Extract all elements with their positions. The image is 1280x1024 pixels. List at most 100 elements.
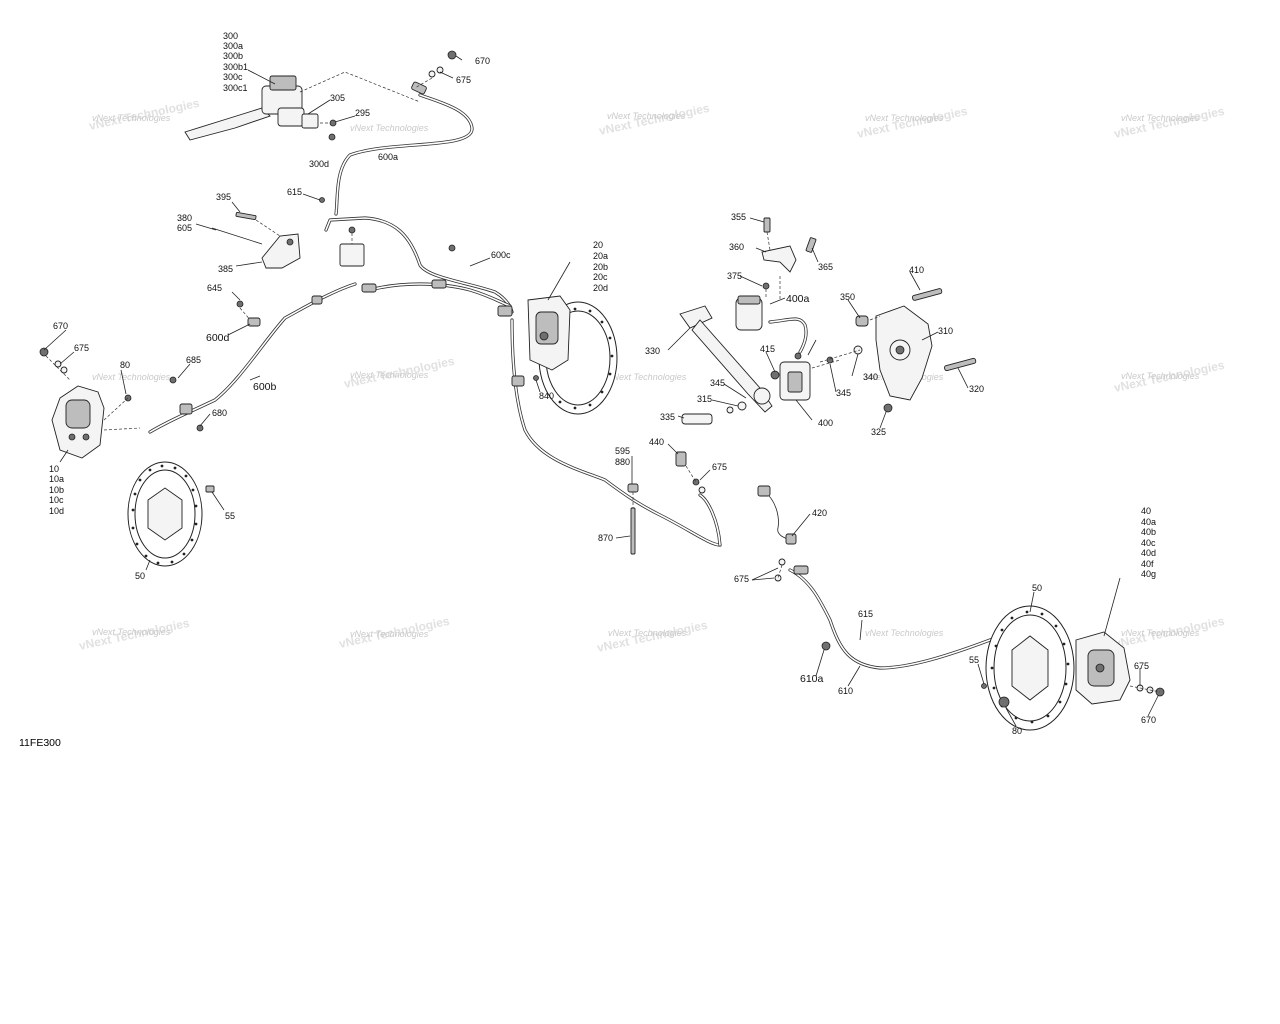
part-label-10c: 10c	[49, 495, 64, 505]
fitting-415	[770, 370, 780, 380]
part-label-50-right: 50	[1032, 583, 1042, 593]
part-label-360: 360	[729, 242, 744, 252]
bolt-365	[805, 237, 817, 253]
part-label-675-mid: 675	[712, 462, 727, 472]
nut-325	[883, 403, 893, 413]
watermark: vNext Technologies	[865, 113, 944, 123]
part-label-295: 295	[355, 108, 370, 118]
watermark: vNext Technologies	[608, 628, 687, 638]
screw-355	[763, 217, 771, 233]
bleeder-670	[447, 50, 457, 60]
part-label-415: 415	[760, 344, 775, 354]
part-label-400: 400	[818, 418, 833, 428]
part-labels: 300 300a 300b 300b1 300c 300c1 305 295 3…	[49, 31, 1156, 736]
screw-55-right	[981, 683, 987, 689]
brake-lever	[184, 107, 271, 141]
watermark: vNext Technologies	[92, 113, 171, 123]
part-label-615-low: 615	[858, 609, 873, 619]
part-label-310: 310	[938, 326, 953, 336]
reservoir-hose-400a	[768, 317, 808, 354]
part-label-600d: 600d	[206, 332, 230, 344]
part-label-305: 305	[330, 93, 345, 103]
watermark: vNext Technologies	[608, 372, 687, 382]
splitter-block	[311, 197, 456, 305]
part-label-350: 350	[840, 292, 855, 302]
part-label-365: 365	[818, 262, 833, 272]
screw-300d	[328, 133, 336, 141]
part-label-300b: 300b	[223, 51, 243, 61]
part-label-605: 605	[177, 223, 192, 233]
part-label-670: 670	[475, 56, 490, 66]
watermark: vNext Technologies	[1121, 371, 1200, 381]
bleeder-670-left	[39, 347, 49, 357]
diagram-reference-code: 11FE300	[19, 737, 61, 749]
part-label-40a: 40a	[1141, 517, 1156, 527]
part-label-80-left: 80	[120, 360, 130, 370]
part-label-685: 685	[186, 355, 201, 365]
part-label-20d: 20d	[593, 283, 608, 293]
part-label-355: 355	[731, 212, 746, 222]
leader-lines	[43, 55, 1159, 727]
part-label-375: 375	[727, 271, 742, 281]
part-label-300d: 300d	[309, 159, 329, 169]
part-label-300c1: 300c1	[223, 83, 248, 93]
front-left-caliper	[39, 347, 204, 459]
part-label-320: 320	[969, 384, 984, 394]
part-label-20a: 20a	[593, 251, 608, 261]
part-label-615: 615	[287, 187, 302, 197]
sensor-wire-420	[764, 491, 791, 541]
bushing-340	[853, 345, 863, 355]
part-label-380: 380	[177, 213, 192, 223]
clip-615	[319, 197, 325, 203]
part-label-670-left: 670	[53, 321, 68, 331]
watermark: vNext Technologies	[865, 628, 944, 638]
brake-light-switch-440	[675, 451, 706, 494]
part-label-10d: 10d	[49, 506, 64, 516]
part-label-675-left: 675	[74, 343, 89, 353]
part-label-345: 345	[836, 388, 851, 398]
fittings-675-low	[774, 558, 809, 582]
part-label-385: 385	[218, 264, 233, 274]
part-label-330: 330	[645, 346, 660, 356]
watermark: vNext Technologies	[92, 372, 171, 382]
part-label-395: 395	[216, 192, 231, 202]
part-label-610a: 610a	[800, 673, 824, 685]
part-label-20b: 20b	[593, 262, 608, 272]
part-label-20: 20	[593, 240, 603, 250]
part-label-675-right: 675	[1134, 661, 1149, 671]
part-label-300b1: 300b1	[223, 62, 248, 72]
watermark: vNext Technologies	[350, 123, 429, 133]
bolt-80-right	[998, 696, 1010, 708]
brake-pedal	[679, 305, 773, 425]
bolt-320	[944, 357, 977, 372]
part-label-55-right: 55	[969, 655, 979, 665]
part-label-600a: 600a	[378, 152, 398, 162]
top-banjo-fittings	[411, 50, 457, 95]
reservoir-bracket-360	[761, 217, 817, 300]
watermark: vNext Technologies	[607, 111, 686, 121]
part-label-840: 840	[539, 391, 554, 401]
part-label-300c: 300c	[223, 72, 243, 82]
screw-375	[762, 282, 770, 290]
part-label-40g: 40g	[1141, 569, 1156, 579]
part-label-595: 595	[615, 446, 630, 456]
part-label-40c: 40c	[1141, 538, 1156, 548]
clip-840	[533, 375, 539, 381]
part-label-40: 40	[1141, 506, 1151, 516]
fitting-645	[236, 300, 261, 327]
part-label-880: 880	[615, 457, 630, 467]
front-right-caliper	[497, 295, 571, 387]
spring-350	[855, 315, 869, 327]
watermark: vNext Technologies	[92, 627, 171, 637]
part-label-335: 335	[660, 412, 675, 422]
rear-caliper	[1075, 631, 1165, 705]
part-label-345: 345	[710, 378, 725, 388]
part-label-600b: 600b	[253, 381, 277, 393]
bolt-410	[911, 288, 943, 301]
screw-55-left	[205, 485, 215, 493]
part-label-400a: 400a	[786, 293, 810, 305]
bracket-385	[211, 212, 301, 269]
reservoir-cap	[269, 75, 297, 91]
watermark: vNext Technologies	[1121, 113, 1200, 123]
watermark: vNext Technologies	[1121, 628, 1200, 638]
